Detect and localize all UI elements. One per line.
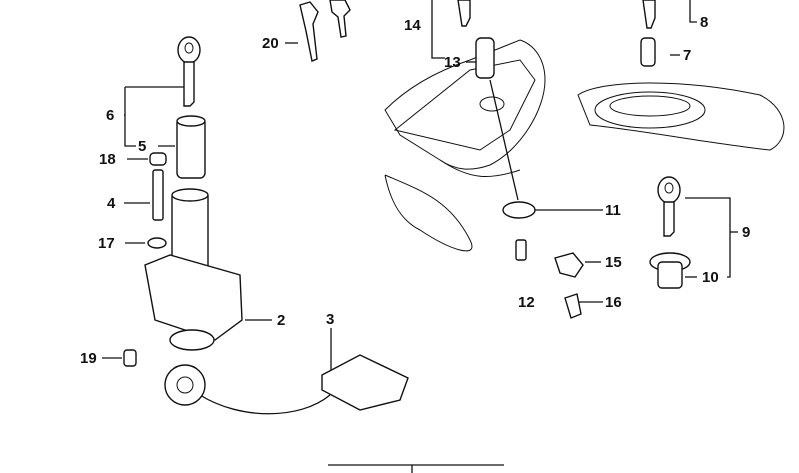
- washer-18: [149, 152, 167, 166]
- steering-lock-housing-2: [144, 188, 243, 351]
- key-icon-20: [299, 0, 351, 62]
- callout-20: 20: [262, 35, 279, 52]
- ignition-switch-3: [164, 354, 409, 415]
- ring-11: [502, 201, 536, 219]
- key-icon-14: [457, 0, 471, 27]
- screw-16: [564, 293, 582, 319]
- callout-8: 8: [700, 14, 709, 31]
- callout-11: 11: [605, 202, 621, 219]
- lock-13: [475, 37, 495, 79]
- callout-12: 12: [518, 294, 535, 311]
- clip-15: [554, 252, 584, 278]
- callout-14: 14: [404, 17, 421, 34]
- callout-18: 18: [99, 151, 116, 168]
- lock-7: [640, 37, 656, 67]
- callout-19: 19: [80, 350, 97, 367]
- seat-outline: [577, 82, 785, 151]
- key-icon-9: [657, 176, 681, 237]
- key-icon-6: [177, 36, 201, 107]
- callout-4: 4: [107, 195, 116, 212]
- scale-bar: [328, 464, 504, 473]
- callout-16: 16: [605, 294, 622, 311]
- washer-17: [147, 237, 167, 249]
- key-icon-8: [642, 0, 656, 29]
- callout-17: 17: [98, 235, 115, 252]
- callout-2: 2: [277, 312, 286, 329]
- callout-15: 15: [605, 254, 622, 271]
- callout-7: 7: [683, 47, 692, 64]
- screw-12: [515, 239, 527, 261]
- bolt-4: [152, 169, 164, 221]
- lock-10: [649, 252, 691, 289]
- leader-lines: [102, 0, 738, 370]
- callout-13: 13: [444, 54, 461, 71]
- callout-6: 6: [106, 107, 115, 124]
- callout-3: 3: [326, 311, 335, 328]
- fuel-tank-outline: [384, 39, 546, 252]
- callout-10: 10: [702, 269, 719, 286]
- screw-19: [123, 349, 137, 367]
- lock-cylinder-5: [176, 115, 206, 179]
- callout-5: 5: [138, 138, 147, 155]
- callout-9: 9: [742, 224, 751, 241]
